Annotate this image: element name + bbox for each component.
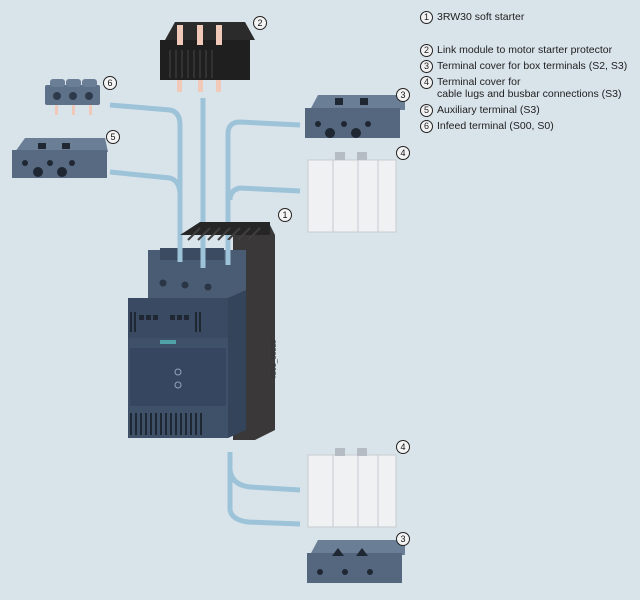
guide-top-cover <box>225 119 301 240</box>
legend-number: 6 <box>420 120 433 133</box>
callout-2: 2 <box>253 16 267 30</box>
legend-item-4: 4 Terminal cover for cable lugs and busb… <box>420 76 621 100</box>
guide-infeed <box>109 102 183 240</box>
legend-number: 5 <box>420 104 433 117</box>
legend-text: Auxiliary terminal (S3) <box>437 104 540 116</box>
legend-number: 1 <box>420 11 433 24</box>
callout-6: 6 <box>103 76 117 90</box>
guide-top-transparent <box>227 185 301 201</box>
legend-text-line2: cable lugs and busbar connections (S3) <box>437 88 622 100</box>
link-module <box>160 22 255 92</box>
legend-number: 3 <box>420 60 433 73</box>
legend-item-2: 2 Link module to motor starter protector <box>420 44 612 57</box>
callout-5: 5 <box>106 130 120 144</box>
terminal-cover-box-bottom <box>307 540 405 583</box>
legend-text-line1: Terminal cover for <box>437 76 521 88</box>
callout-3-top: 3 <box>396 88 410 102</box>
legend-text: Link module to motor starter protector <box>437 44 613 56</box>
legend-text: Terminal cover for box terminals (S2, S3… <box>437 60 628 72</box>
legend-number: 4 <box>420 76 433 89</box>
terminal-cover-transparent-bottom <box>307 448 397 528</box>
auxiliary-terminal <box>12 138 108 178</box>
guide-bottom <box>227 452 301 527</box>
legend-item-6: 6 Infeed terminal (S00, S0) <box>420 120 554 133</box>
legend-item-3: 3 Terminal cover for box terminals (S2, … <box>420 60 627 73</box>
terminal-cover-transparent-top <box>307 152 397 233</box>
callout-4-top: 4 <box>396 146 410 160</box>
drawing-id-label: IC01_00538 <box>271 339 278 378</box>
guide-auxiliary <box>109 169 183 196</box>
terminal-cover-box-top <box>305 95 405 138</box>
guide-bottom-transparent <box>227 469 301 493</box>
legend-text: 3RW30 soft starter <box>437 11 525 23</box>
connector-guides <box>109 98 301 527</box>
legend-text: Terminal cover for cable lugs and busbar… <box>437 76 621 100</box>
legend-item-1: 1 3RW30 soft starter <box>420 11 524 24</box>
soft-starter <box>128 222 275 440</box>
infeed-terminal <box>45 79 100 115</box>
callout-3-bottom: 3 <box>396 532 410 546</box>
legend-number: 2 <box>420 44 433 57</box>
legend-text: Infeed terminal (S00, S0) <box>437 120 554 132</box>
callout-1: 1 <box>278 208 292 222</box>
legend-item-5: 5 Auxiliary terminal (S3) <box>420 104 540 117</box>
callout-4-bottom: 4 <box>396 440 410 454</box>
